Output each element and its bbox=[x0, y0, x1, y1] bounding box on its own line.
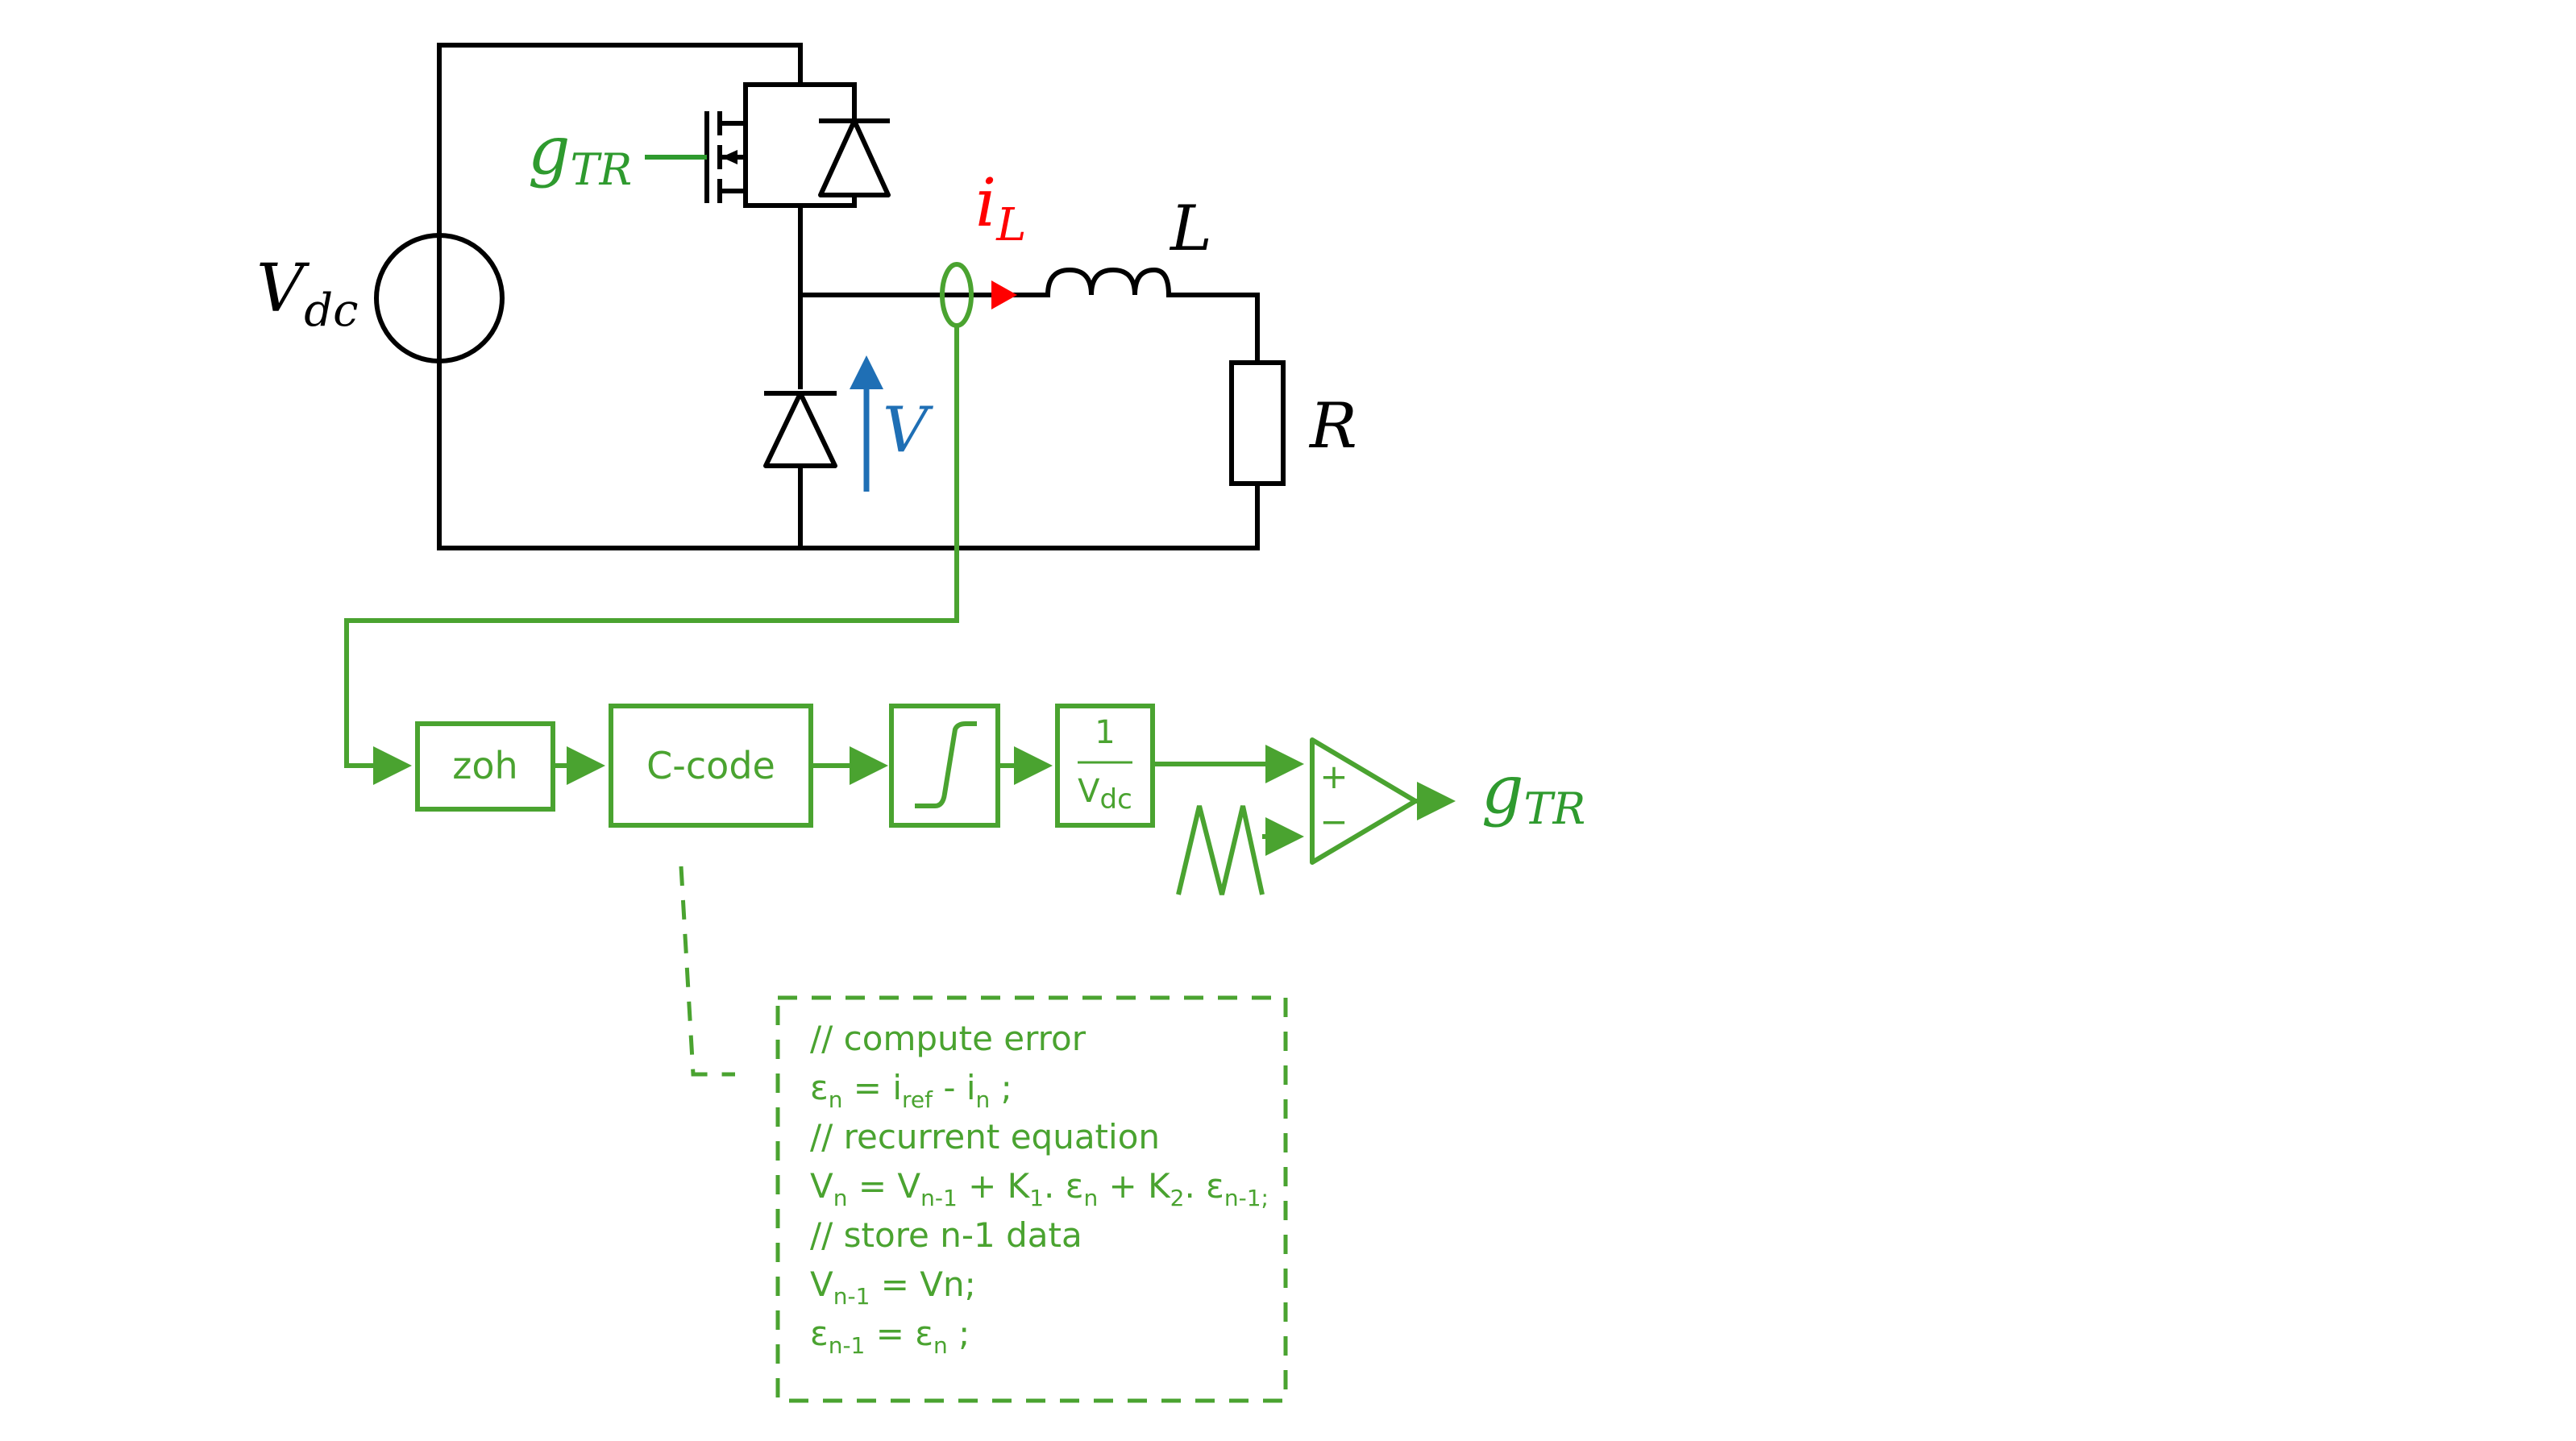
saturation-block bbox=[889, 704, 1000, 828]
code-line: // compute error bbox=[810, 1019, 1086, 1058]
ccode-label: C-code bbox=[646, 744, 775, 787]
comparator-plus: + bbox=[1319, 757, 1348, 796]
code-line: εn = iref - in ; bbox=[810, 1068, 1012, 1113]
code-line: εn-1 = εn ; bbox=[810, 1314, 970, 1359]
resistor-label: R bbox=[1308, 390, 1357, 463]
switch-node-wire bbox=[798, 235, 1260, 550]
current-label: iL bbox=[975, 165, 1026, 251]
inductor-label: L bbox=[1169, 193, 1212, 265]
code-line: Vn = Vn-1 + K1. εn + K2. εn-1; bbox=[810, 1166, 1269, 1211]
output-gate-label: gTR bbox=[1481, 752, 1585, 834]
gain-numerator: 1 bbox=[1095, 714, 1115, 751]
comparator-minus: − bbox=[1319, 802, 1348, 841]
control-loop: zoh C-code 1 Vdc + − gTR // compute e bbox=[344, 262, 1585, 1403]
power-circuit: Vdc gTR bbox=[256, 43, 1357, 550]
gain-denominator: Vdc bbox=[1078, 773, 1132, 816]
current-arrow bbox=[991, 280, 1017, 309]
code-callout-connector bbox=[679, 866, 735, 1077]
gate-label: gTR bbox=[528, 113, 632, 195]
saturation-curve bbox=[915, 721, 977, 808]
mosfet-switch bbox=[704, 43, 891, 240]
code-line: // store n-1 data bbox=[810, 1215, 1082, 1255]
resistor bbox=[1229, 360, 1286, 486]
code-line: Vn-1 = Vn; bbox=[810, 1265, 976, 1310]
source-label: Vdc bbox=[256, 251, 358, 337]
inductor bbox=[1045, 267, 1172, 298]
voltage-label: V bbox=[883, 394, 933, 467]
feedback-wire bbox=[344, 326, 959, 785]
comparator bbox=[1310, 737, 1418, 865]
ccode-block bbox=[609, 704, 813, 828]
carrier-waveform bbox=[1176, 805, 1265, 895]
zoh-label: zoh bbox=[452, 744, 517, 787]
code-callout-box bbox=[775, 995, 1288, 1403]
freewheel-diode bbox=[763, 391, 837, 548]
code-listing: // compute error εn = iref - in ;// recur… bbox=[810, 1019, 1269, 1359]
gain-block bbox=[1055, 704, 1155, 828]
code-line: // recurrent equation bbox=[810, 1117, 1160, 1157]
